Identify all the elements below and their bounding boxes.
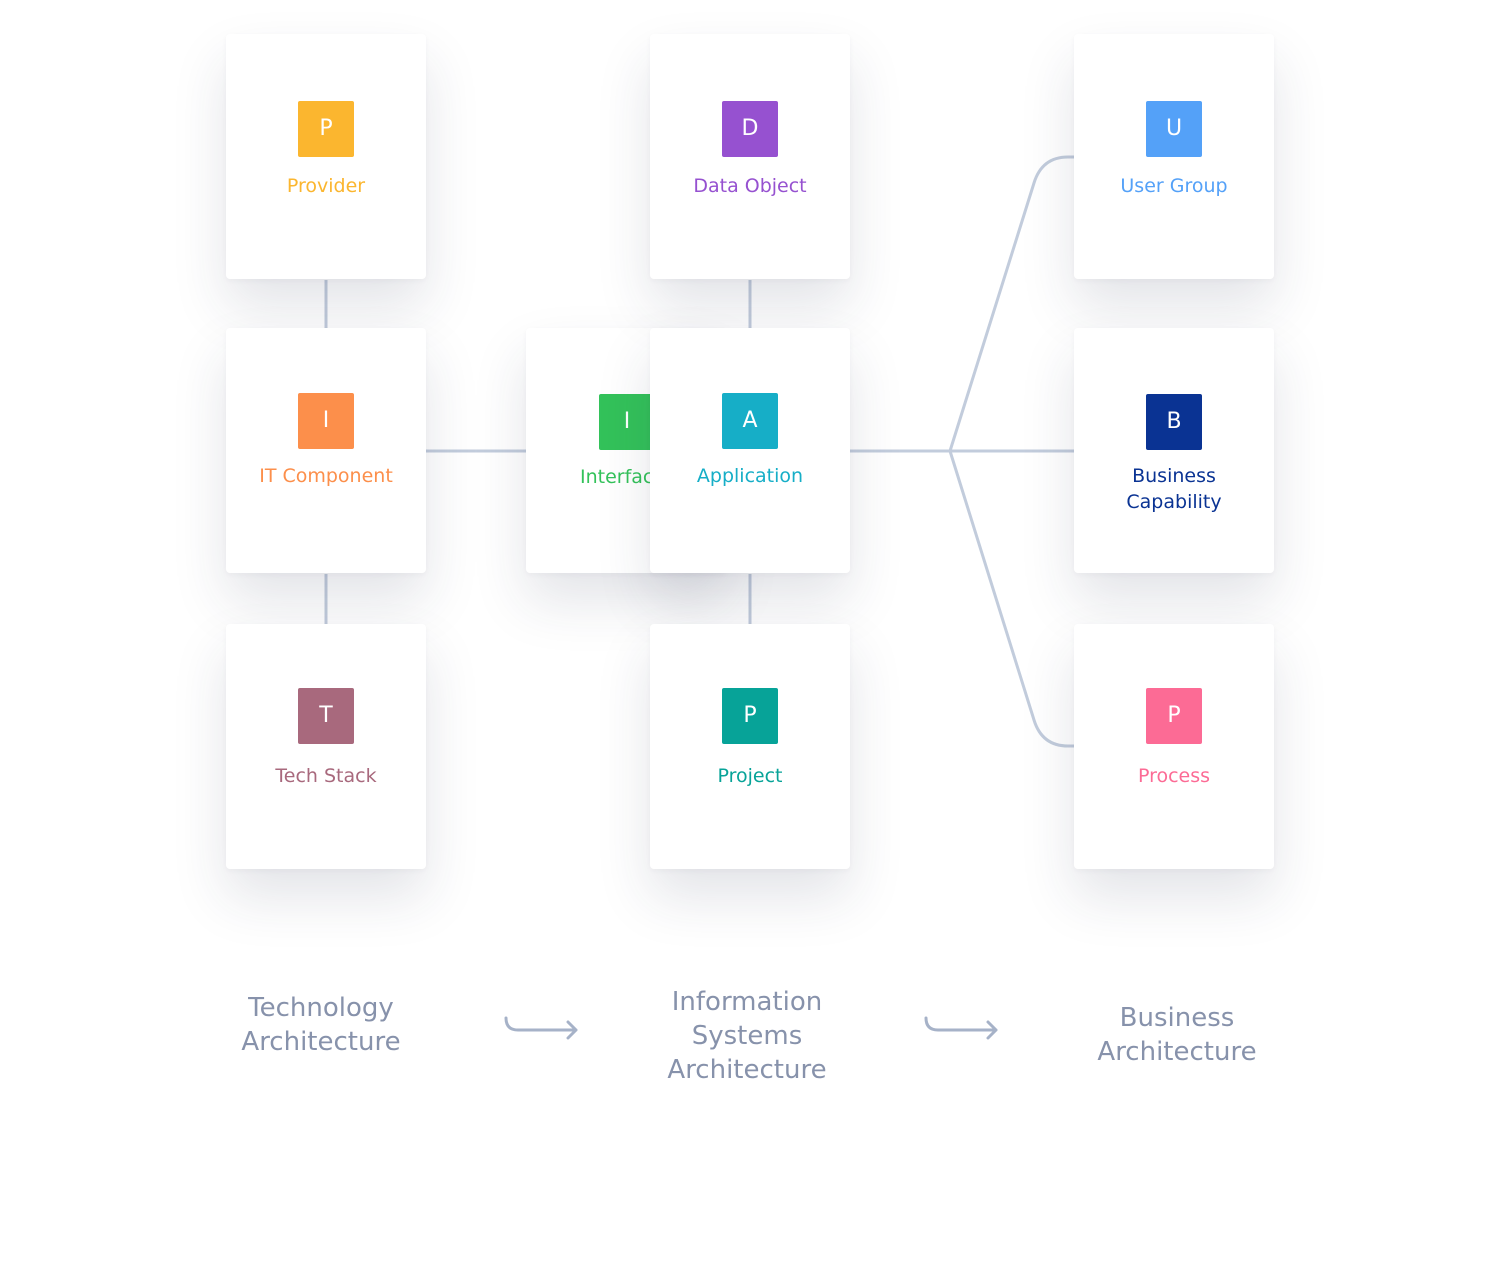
layer-title-technology: Technology Architecture <box>241 993 401 1057</box>
application-badge: A <box>722 393 778 449</box>
process-label: Process <box>1137 765 1211 787</box>
provider-label: Provider <box>286 175 366 197</box>
card-provider[interactable]: P Provider <box>226 34 426 279</box>
data-object-badge: D <box>722 101 778 157</box>
layer-title-information-systems: Information Systems Architecture <box>667 987 827 1085</box>
connector-hub-process <box>948 450 1074 748</box>
card-process[interactable]: P Process <box>1074 624 1274 869</box>
layer-title-business: Business Architecture <box>1097 1003 1257 1067</box>
card-tech-stack[interactable]: T Tech Stack <box>226 624 426 869</box>
card-it-component[interactable]: I IT Component <box>226 328 426 573</box>
process-badge: P <box>1146 688 1202 744</box>
it-component-badge: I <box>298 393 354 449</box>
arrow-right-icon <box>504 1016 578 1040</box>
business-capability-label: Business Capability <box>1126 465 1222 513</box>
arrow-right-icon <box>924 1016 998 1040</box>
connector-hub-usergroup <box>948 155 1074 452</box>
card-data-object[interactable]: D Data Object <box>650 34 850 279</box>
user-group-badge: U <box>1146 101 1202 157</box>
project-label: Project <box>717 765 783 787</box>
tech-stack-label: Tech Stack <box>275 765 377 787</box>
data-object-label: Data Object <box>693 175 807 197</box>
user-group-label: User Group <box>1120 175 1228 197</box>
card-business-capability[interactable]: B Business Capability <box>1074 328 1274 573</box>
tech-stack-badge: T <box>298 688 354 744</box>
interface-label: Interface <box>580 466 666 488</box>
interface-badge: I <box>599 394 655 450</box>
card-application[interactable]: A Application <box>650 328 850 573</box>
provider-badge: P <box>298 101 354 157</box>
project-badge: P <box>722 688 778 744</box>
card-project[interactable]: P Project <box>650 624 850 869</box>
card-user-group[interactable]: U User Group <box>1074 34 1274 279</box>
application-label: Application <box>696 465 804 487</box>
it-component-label: IT Component <box>259 465 393 487</box>
business-capability-badge: B <box>1146 394 1202 450</box>
